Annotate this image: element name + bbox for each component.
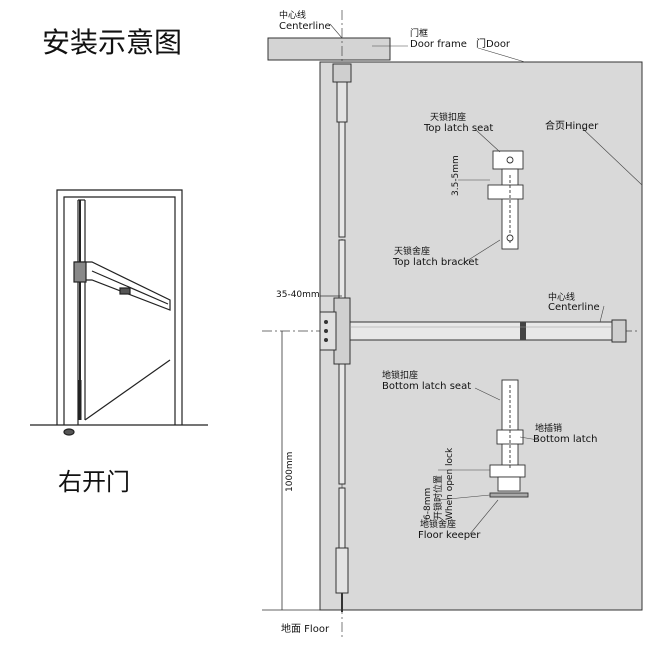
top-latch-head [332,63,352,83]
bottom-latch-cn: 地插销 [535,422,562,434]
door-perspective-illustration [30,189,208,436]
centerline-mid-en: Centerline [548,302,600,313]
centerline-top-cn: 中心线 [279,9,306,21]
floor-keeper-cn: 地锁舍座 [420,518,456,530]
centerline-top-en: Centerline [279,21,331,32]
open-position-en: When open lock [445,447,455,520]
bottom-gap-dimension: 6-8mm [423,488,433,520]
bottom-rod [338,363,346,485]
offset-dimension: 35-40mm [276,290,320,300]
door-direction-label: 右开门 [58,468,130,496]
top-latch-seat-detail [487,150,524,250]
bottom-latch-seat-cn: 地锁扣座 [382,369,418,381]
door-elevation [262,10,643,640]
door-label: 门Door [476,37,511,50]
top-rod [338,121,346,238]
height-dimension: 1000mm [285,452,295,492]
hinger-label: 合页Hinger [545,119,599,132]
leader-lines [329,23,643,535]
door-frame-cn: 门框 [410,27,428,39]
bottom-latch-detail [489,379,529,498]
floor-keeper-en: Floor keeper [418,530,481,541]
open-position-cn: 开锁时位置 [432,475,444,520]
door-frame-header [267,37,391,61]
bottom-latch-en: Bottom latch [533,434,598,445]
bottom-latch-head [335,547,349,594]
bottom-latch-seat-en: Bottom latch seat [382,381,471,392]
door-frame-en: Door frame [410,39,467,50]
diagram-title: 安装示意图 [42,26,182,59]
push-bar [349,321,619,341]
top-latch-bracket-en: Top latch bracket [392,257,479,268]
top-latch-seat-cn: 天锁扣座 [430,111,466,123]
floor-label: 地面 Floor [281,622,330,635]
push-bar-end-cap [611,319,627,343]
top-latch-bracket-cn: 天锁舍座 [394,245,430,257]
centerline-mid-cn: 中心线 [548,291,575,303]
top-latch-seat-en: Top latch seat [423,123,493,134]
top-gap-dimension: 3.5-5mm [451,155,461,196]
